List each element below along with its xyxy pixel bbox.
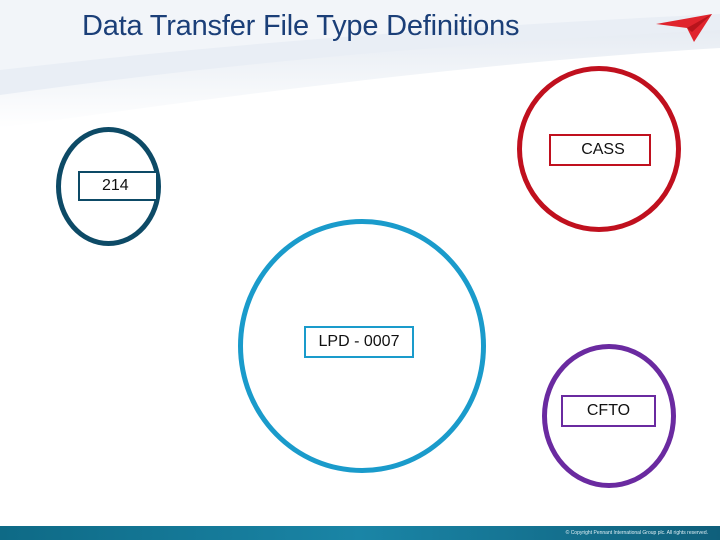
label-cfto: CFTO [561,395,656,427]
label-lpd-0007: LPD - 0007 [304,326,414,358]
copyright-text: © Copyright Pennant International Group … [565,530,708,536]
page-title: Data Transfer File Type Definitions [82,10,520,42]
label-214: 214 [78,171,158,201]
label-cass: CASS [549,134,651,166]
company-logo-icon [656,12,712,44]
footer-bar: © Copyright Pennant International Group … [0,526,720,540]
header-background [0,0,720,130]
